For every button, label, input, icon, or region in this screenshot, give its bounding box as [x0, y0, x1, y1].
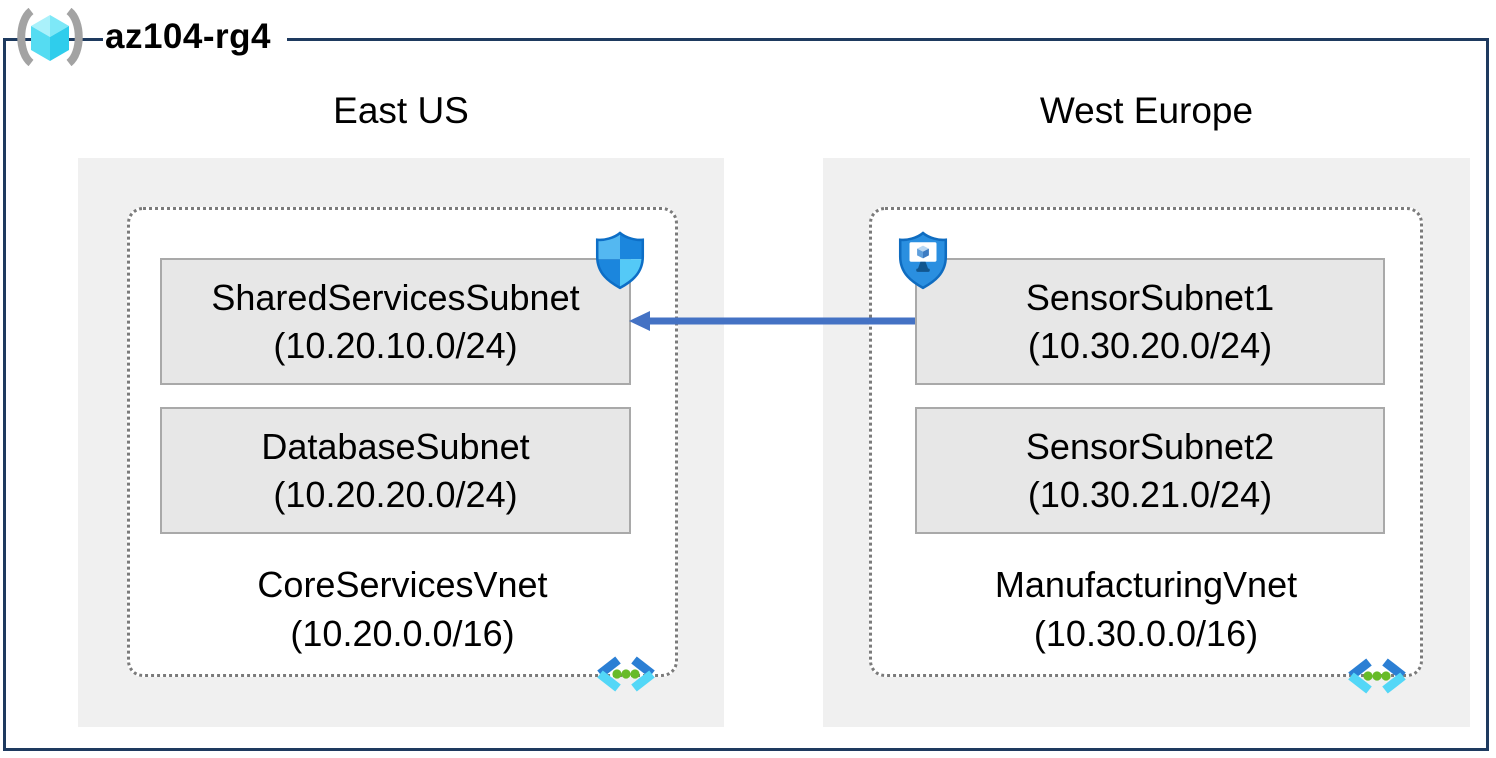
vnet-label-coreservices: CoreServicesVnet (10.20.0.0/16)	[130, 560, 675, 658]
subnet-cidr: (10.20.20.0/24)	[273, 473, 518, 515]
resource-group-icon	[17, 8, 83, 66]
subnet-name: DatabaseSubnet	[261, 425, 530, 467]
region-west-europe: SensorSubnet1 (10.30.20.0/24) SensorSubn…	[823, 158, 1470, 727]
virtual-network-icon	[1348, 658, 1406, 694]
resource-group-frame	[3, 38, 1489, 751]
subnet-box-sensorsubnet2: SensorSubnet2 (10.30.21.0/24)	[915, 407, 1385, 534]
region-title-west-europe: West Europe	[1039, 90, 1254, 131]
vnet-name: ManufacturingVnet	[994, 564, 1298, 605]
vnet-cidr: (10.30.0.0/16)	[1033, 613, 1259, 654]
vnet-cidr: (10.20.0.0/16)	[290, 613, 515, 654]
monitor-stand	[917, 261, 929, 269]
resource-group-header: az104-rg4	[15, 8, 287, 66]
vnet-name: CoreServicesVnet	[257, 564, 548, 605]
subnet-cidr: (10.20.10.0/24)	[273, 324, 518, 366]
vnet-box-manufacturing: SensorSubnet1 (10.30.20.0/24) SensorSubn…	[869, 207, 1423, 694]
subnet-name: SensorSubnet1	[1025, 276, 1275, 318]
subnet-box-sharedservices: SharedServicesSubnet (10.20.10.0/24)	[160, 258, 631, 385]
peering-arrow	[629, 311, 915, 331]
virtual-network-icon	[597, 656, 655, 692]
subnet-cidr: (10.30.21.0/24)	[1027, 473, 1273, 515]
subnet-name: SharedServicesSubnet	[211, 276, 580, 318]
subnet-box-sensorsubnet1: SensorSubnet1 (10.30.20.0/24)	[915, 258, 1385, 385]
application-security-group-shield-icon	[898, 231, 948, 290]
network-security-group-shield-icon	[595, 231, 645, 290]
region-title-east-us: East US	[333, 90, 469, 131]
subnet-name: SensorSubnet2	[1025, 425, 1275, 467]
subnet-box-database: DatabaseSubnet (10.20.20.0/24)	[160, 407, 631, 534]
vnet-box-coreservices: SharedServicesSubnet (10.20.10.0/24) Dat…	[127, 207, 678, 692]
subnet-cidr: (10.30.20.0/24)	[1027, 324, 1273, 366]
resource-group-name: az104-rg4	[103, 14, 287, 60]
vnet-label-manufacturing: ManufacturingVnet (10.30.0.0/16)	[872, 560, 1420, 658]
